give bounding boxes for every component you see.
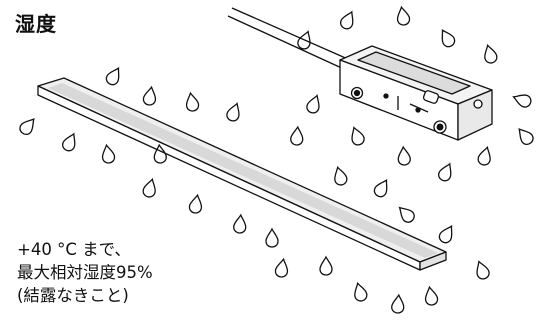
water-droplet-icon <box>510 90 534 110</box>
water-droplet-icon <box>513 124 536 148</box>
water-droplet-icon <box>371 176 393 200</box>
water-droplet-icon <box>481 43 499 65</box>
water-droplet-icon <box>422 285 440 307</box>
water-droplet-icon <box>436 26 458 50</box>
water-droplet-icon <box>347 124 367 148</box>
water-droplet-icon <box>60 130 80 154</box>
sensor-cable <box>227 7 351 71</box>
water-droplet-icon <box>141 85 159 107</box>
water-droplet-icon <box>224 100 244 124</box>
water-droplet-icon <box>394 202 418 226</box>
caption-line-humidity: 最大相対湿度95% <box>17 263 153 282</box>
water-droplet-icon <box>304 92 324 116</box>
water-droplet-icon <box>141 177 159 199</box>
water-droplet-icon <box>103 64 125 88</box>
water-droplet-icon <box>338 8 358 32</box>
water-droplet-icon <box>16 114 40 138</box>
water-droplet-icon <box>319 256 333 276</box>
water-droplet-icon <box>472 258 492 282</box>
water-droplet-icon <box>183 91 201 113</box>
page-title: 湿度 <box>15 12 57 36</box>
water-droplet-icon <box>394 5 412 27</box>
humidity-caption: +40 °C まで、 最大相対湿度95% (結露なきこと) <box>17 238 153 307</box>
water-droplet-icon <box>99 143 117 165</box>
water-droplet-icon <box>396 145 412 167</box>
water-droplet-icon <box>351 281 369 303</box>
water-droplet-icon <box>265 228 279 248</box>
water-droplet-icon <box>390 293 406 315</box>
sensor-head <box>339 45 493 141</box>
caption-line-temperature: +40 °C まで、 <box>17 240 131 259</box>
linear-scale-strip <box>37 77 447 271</box>
water-droplet-icon <box>436 222 458 246</box>
water-droplet-icon <box>273 257 291 279</box>
water-droplet-icon <box>476 145 494 167</box>
water-droplet-icon <box>232 213 248 235</box>
caption-line-condensation: (結露なきこと) <box>17 286 129 305</box>
water-droplet-icon <box>289 125 305 147</box>
water-droplet-icon <box>436 160 456 184</box>
water-droplet-icon <box>187 193 205 215</box>
water-droplet-icon <box>331 165 349 187</box>
